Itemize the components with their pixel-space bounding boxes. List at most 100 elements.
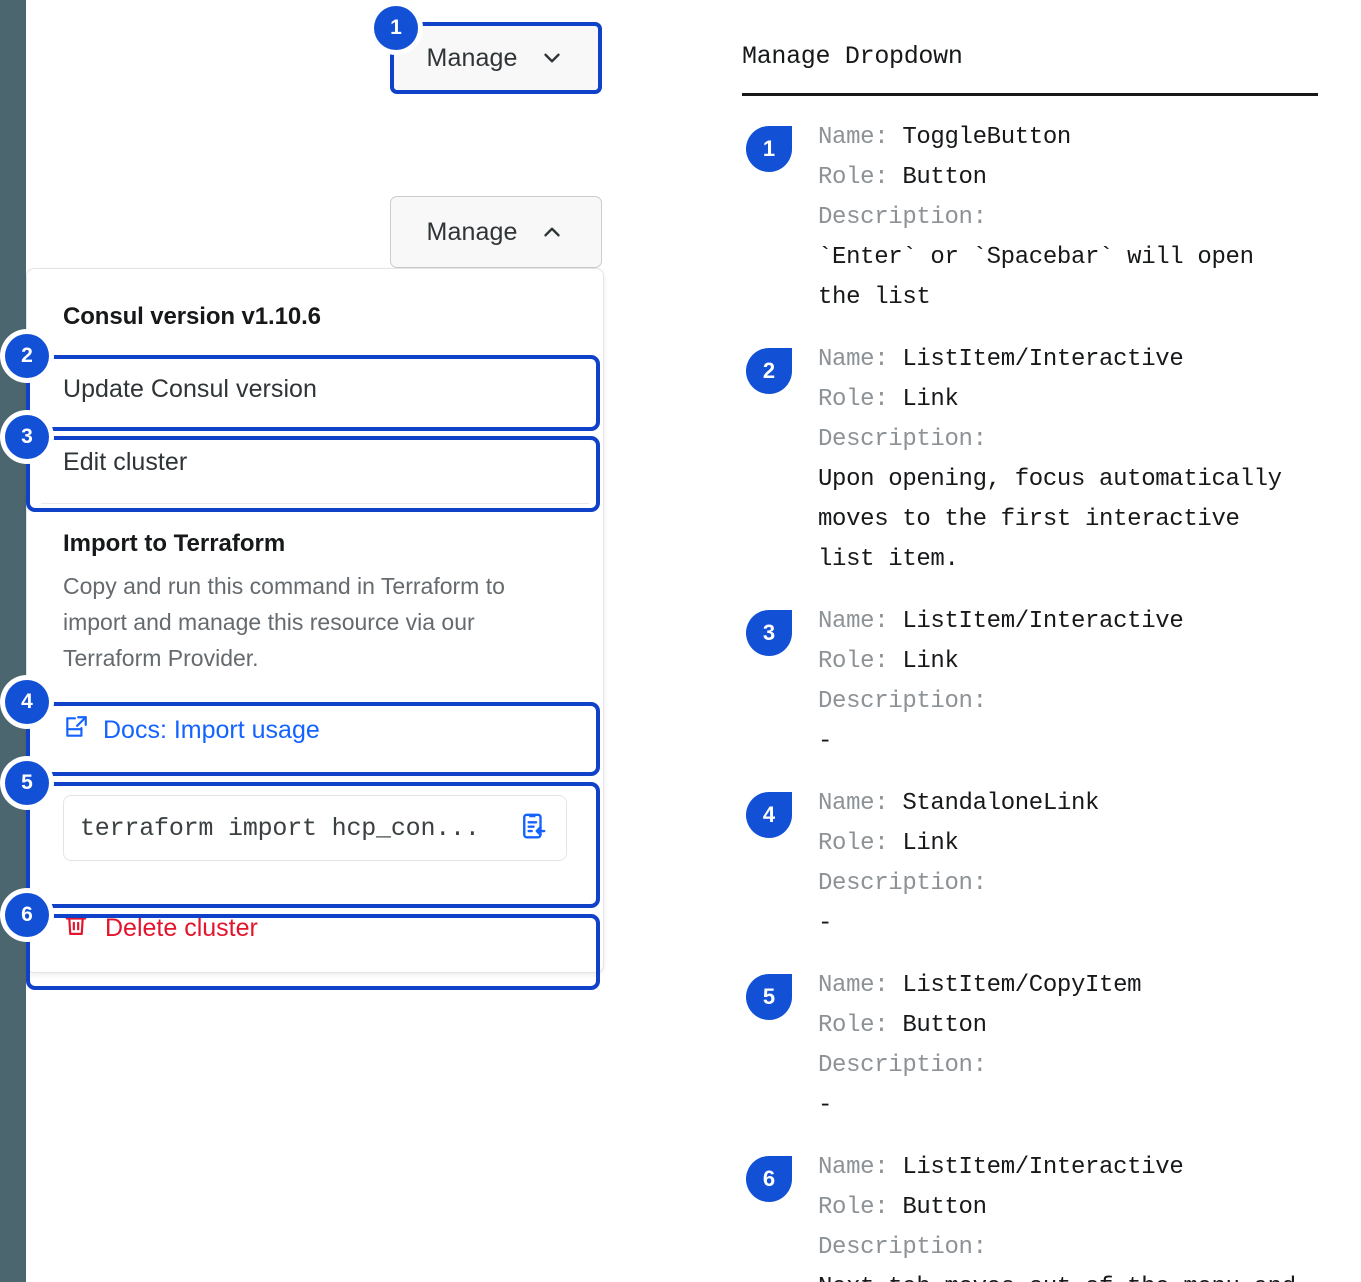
marker-6: 6 <box>5 893 49 937</box>
annotation-name-1-value: ToggleButton <box>902 124 1071 151</box>
annotation-description-label-5-key: Description: <box>818 1052 1001 1079</box>
annotation-description-3: - <box>818 722 1342 762</box>
annotation-name-2: Name: ListItem/Interactive <box>818 340 1342 380</box>
annotation-description-6-value: Next tab moves out of the menu and to th… <box>818 1274 1296 1282</box>
annotation-description-label-6-key: Description: <box>818 1234 1001 1261</box>
manage-toggle-button-open[interactable]: Manage <box>390 196 602 268</box>
annotation-role-5-value: Button <box>902 1012 987 1039</box>
annotation-name-5: Name: ListItem/CopyItem <box>818 966 1342 1006</box>
annotation-badge-label: 4 <box>762 802 776 827</box>
annotation-name-1: Name: ToggleButton <box>818 118 1342 158</box>
menu-item-docs-import-usage[interactable]: Docs: Import usage <box>27 692 603 769</box>
annotation-role-2: Role: Link <box>818 380 1342 420</box>
marker-4: 4 <box>5 680 49 724</box>
copy-command-wrapper: terraform import hcp_con... <box>27 769 603 887</box>
annotation-badge-label: 2 <box>762 358 776 383</box>
annotation-description-2: Upon opening, focus automatically moves … <box>818 460 1342 580</box>
marker-2-label: 2 <box>21 344 33 367</box>
annotation-description-1: `Enter` or `Spacebar` will open the list <box>818 238 1342 318</box>
annotation-description-label-1: Description: <box>818 198 1342 238</box>
annotation-description-2-value: Upon opening, focus automatically moves … <box>818 466 1282 573</box>
app-sidebar-rail <box>0 0 26 1282</box>
docs-external-link-icon <box>63 714 89 747</box>
annotation-role-3: Role: Link <box>818 642 1342 682</box>
annotation-role-5: Role: Button <box>818 1006 1342 1046</box>
marker-5-label: 5 <box>21 771 33 794</box>
annotation-role-6-key: Role: <box>818 1194 903 1221</box>
menu-item-delete-cluster[interactable]: Delete cluster <box>27 887 603 972</box>
annotation-name-4-value: StandaloneLink <box>902 790 1100 817</box>
annotation-description-label-3: Description: <box>818 682 1342 722</box>
annotation-description-4: - <box>818 904 1342 944</box>
manage-toggle-label-open: Manage <box>426 217 518 246</box>
marker-1-label: 1 <box>390 16 402 39</box>
annotation-name-5-key: Name: <box>818 972 903 999</box>
annotation-role-6: Role: Button <box>818 1188 1342 1228</box>
annotation-role-2-value: Link <box>902 386 959 413</box>
marker-4-label: 4 <box>21 690 33 713</box>
annotation-panel-title: Manage Dropdown <box>742 42 963 71</box>
annotation-role-1-value: Button <box>902 164 987 191</box>
menu-divider <box>41 503 589 504</box>
manage-toggle-button-closed[interactable]: Manage <box>390 22 602 94</box>
import-to-terraform-title: Import to Terraform <box>63 530 286 557</box>
annotation-name-6: Name: ListItem/Interactive <box>818 1148 1342 1188</box>
annotation-description-label-3-key: Description: <box>818 688 1001 715</box>
annotation-description-label-2: Description: <box>818 420 1342 460</box>
annotation-description-5-value: - <box>818 1092 833 1119</box>
menu-item-edit-cluster[interactable]: Edit cluster <box>63 448 188 476</box>
manage-toggle-label: Manage <box>426 43 518 72</box>
annotation-role-4-value: Link <box>902 830 959 857</box>
marker-1: 1 <box>374 6 418 50</box>
annotation-description-1-value: `Enter` or `Spacebar` will open the list <box>818 244 1254 311</box>
menu-item-update-consul-version[interactable]: Update Consul version <box>63 375 317 403</box>
annotation-badge-label: 3 <box>762 620 776 645</box>
annotation-role-1: Role: Button <box>818 158 1342 198</box>
annotation-badge-4: 4 <box>746 792 792 838</box>
annotation-name-5-value: ListItem/CopyItem <box>902 972 1142 999</box>
annotation-role-3-key: Role: <box>818 648 903 675</box>
marker-2: 2 <box>5 334 49 378</box>
consul-version-heading: Consul version v1.10.6 <box>63 303 321 330</box>
annotation-description-4-value: - <box>818 910 833 937</box>
marker-3: 3 <box>5 415 49 459</box>
annotation-description-5: - <box>818 1086 1342 1126</box>
annotation-name-1-key: Name: <box>818 124 903 151</box>
dropdown-demo-column: Manage Manage Consul version v1.10.6 Upd… <box>26 0 640 1282</box>
manage-dropdown-panel: Consul version v1.10.6 Update Consul ver… <box>26 268 604 973</box>
annotation-description-label-6: Description: <box>818 1228 1342 1268</box>
annotation-name-4: Name: StandaloneLink <box>818 784 1342 824</box>
marker-6-label: 6 <box>21 903 33 926</box>
annotation-role-4-key: Role: <box>818 830 903 857</box>
annotation-description-3-value: - <box>818 728 833 755</box>
copy-command-field[interactable]: terraform import hcp_con... <box>63 795 567 861</box>
annotation-panel-rule <box>742 93 1318 96</box>
annotation-name-4-key: Name: <box>818 790 903 817</box>
annotation-description-label-5: Description: <box>818 1046 1342 1086</box>
annotation-badge-label: 5 <box>762 984 776 1009</box>
annotation-badge-2: 2 <box>746 348 792 394</box>
annotation-name-2-key: Name: <box>818 346 903 373</box>
annotation-name-2-value: ListItem/Interactive <box>902 346 1184 373</box>
docs-link-label: Docs: Import usage <box>103 716 320 744</box>
annotation-badge-5: 5 <box>746 974 792 1020</box>
annotation-name-6-value: ListItem/Interactive <box>902 1154 1184 1181</box>
chevron-up-icon <box>539 219 565 245</box>
annotation-name-3: Name: ListItem/Interactive <box>818 602 1342 642</box>
annotation-badge-6: 6 <box>746 1156 792 1202</box>
annotation-description-6: Next tab moves out of the menu and to th… <box>818 1268 1342 1282</box>
annotation-badge-1: 1 <box>746 126 792 172</box>
trash-icon <box>63 911 89 946</box>
annotation-role-6-value: Button <box>902 1194 987 1221</box>
annotation-description-label-2-key: Description: <box>818 426 1001 453</box>
chevron-down-icon <box>539 45 565 71</box>
copy-to-clipboard-icon[interactable] <box>518 811 548 846</box>
